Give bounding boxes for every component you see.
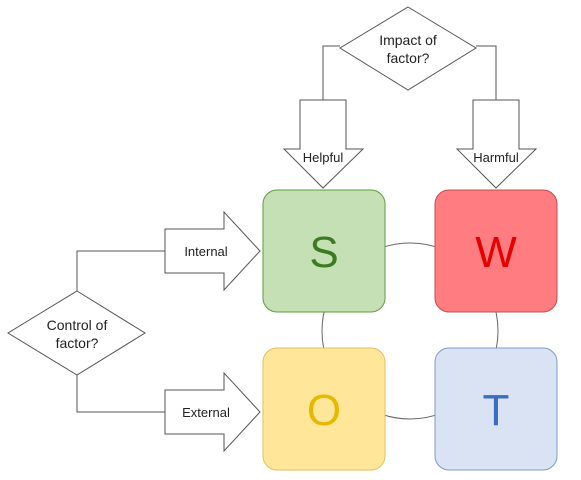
control-connectors [76, 250, 165, 413]
quadrant-strengths: S [262, 189, 386, 313]
harmful-arrow: Harmful [455, 99, 538, 189]
control-decision-line2: factor? [56, 335, 99, 351]
impact-decision-line1: Impact of [379, 32, 437, 48]
helpful-arrow: Helpful [282, 99, 365, 189]
internal-arrow-label: Internal [184, 244, 227, 259]
quadrant-opportunities-letter: O [307, 386, 341, 435]
quadrant-opportunities: O [262, 347, 386, 471]
quadrant-threats: T [434, 347, 558, 471]
external-arrow: External [164, 371, 261, 453]
quadrant-weaknesses: W [434, 189, 558, 313]
external-arrow-shape [164, 371, 261, 453]
quadrant-weaknesses-box [434, 189, 558, 313]
impact-connectors [322, 45, 497, 100]
control-decision: Control of factor? [7, 290, 146, 376]
control-connector-top [76, 250, 165, 291]
quadrant-threats-letter: T [483, 386, 510, 435]
internal-arrow: Internal [164, 210, 261, 292]
quadrant-strengths-box [262, 189, 386, 313]
impact-decision: Impact of factor? [339, 6, 477, 91]
internal-arrow-shape [164, 210, 261, 292]
harmful-arrow-label: Harmful [473, 150, 519, 165]
quadrant-weaknesses-letter: W [475, 228, 517, 277]
control-decision-line1: Control of [47, 317, 108, 333]
external-arrow-label: External [182, 405, 230, 420]
impact-connector-left [322, 45, 340, 100]
helpful-arrow-label: Helpful [303, 150, 344, 165]
quadrant-threats-box [434, 347, 558, 471]
swot-center-circle [321, 242, 499, 420]
impact-decision-diamond [339, 6, 477, 91]
control-connector-bottom [76, 375, 165, 413]
harmful-arrow-shape [455, 99, 538, 189]
impact-connector-right [476, 45, 497, 100]
quadrant-opportunities-box [262, 347, 386, 471]
quadrant-strengths-letter: S [309, 228, 338, 277]
control-decision-diamond [7, 290, 146, 376]
impact-decision-line2: factor? [387, 50, 430, 66]
helpful-arrow-shape [282, 99, 365, 189]
